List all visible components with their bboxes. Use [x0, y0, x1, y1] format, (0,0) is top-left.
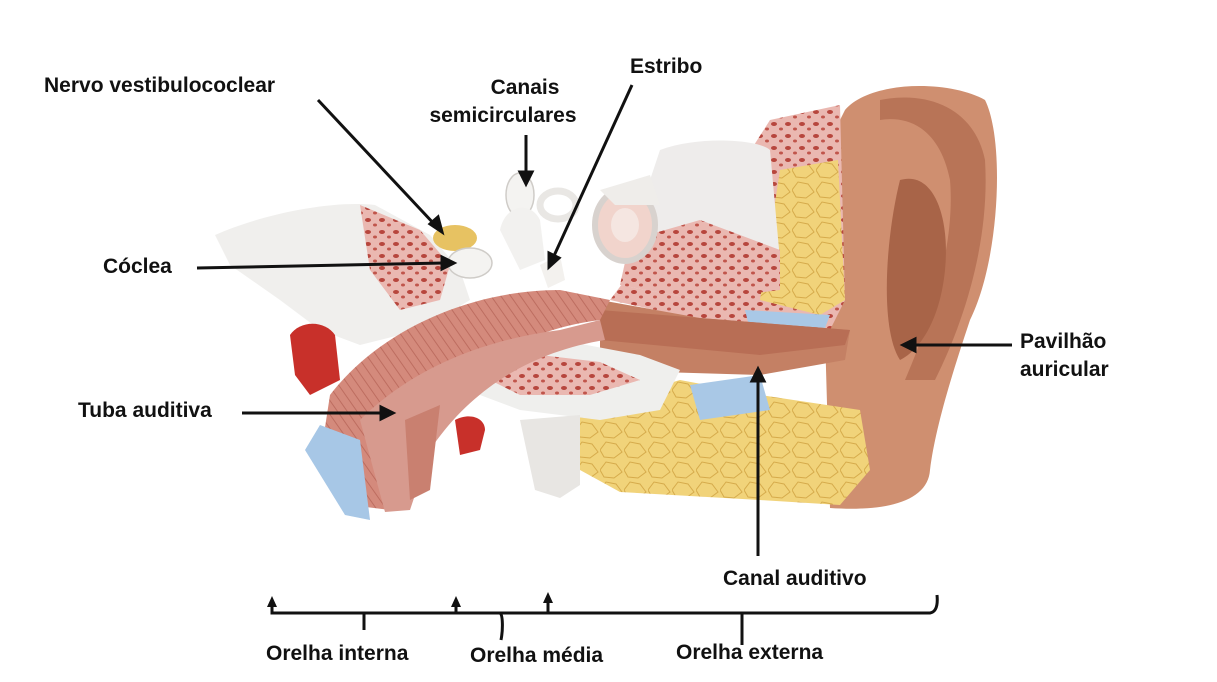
- arrowhead-canal: [749, 365, 767, 383]
- pinna-shape: [820, 86, 997, 509]
- arrowhead-tuba: [379, 404, 397, 422]
- label-canais-line2: semicirculares: [429, 104, 577, 127]
- arrowhead-pavilhao: [899, 336, 917, 354]
- bracket-orelha-interna: [270, 600, 458, 615]
- bracket-orelha-externa-right: [742, 594, 939, 615]
- label-canal-auditivo: Canal auditivo: [723, 567, 867, 590]
- bracket-arrowhead-2: [451, 596, 461, 607]
- arrow-coclea: [196, 261, 445, 270]
- region-orelha-media: Orelha média: [470, 644, 604, 667]
- temporal-bone: [470, 140, 780, 498]
- bracket-arrowhead-3: [543, 592, 553, 603]
- bracket-orelha-media-left: [456, 611, 504, 641]
- arrowhead-estribo: [547, 250, 562, 271]
- arrow-nervo: [316, 98, 438, 228]
- auditory-tube-shape: [305, 290, 610, 520]
- label-estribo: Estribo: [630, 55, 703, 78]
- arrowhead-nervo: [427, 214, 445, 236]
- label-pavilhao-line1: Pavilhão: [1020, 330, 1107, 353]
- bracket-orelha-media-right: [500, 600, 550, 615]
- arrowhead-coclea: [440, 254, 458, 272]
- label-tuba-auditiva: Tuba auditiva: [78, 399, 212, 422]
- arrowhead-canais: [517, 170, 535, 188]
- label-coclea: Cóclea: [103, 255, 172, 278]
- region-orelha-interna: Orelha interna: [266, 642, 409, 665]
- pointer-arrows: [196, 84, 1012, 556]
- region-brackets: [270, 594, 939, 645]
- region-orelha-externa: Orelha externa: [676, 641, 824, 664]
- label-nervo-vestibulococlear: Nervo vestibulococlear: [44, 74, 276, 97]
- inner-ear-block: [215, 204, 485, 455]
- bracket-arrowhead-1: [267, 596, 277, 607]
- label-canais-line1: Canais: [490, 76, 560, 99]
- bracket-arrowheads: [267, 592, 553, 607]
- arrow-estribo: [551, 84, 634, 259]
- ear-canal-shape: [600, 300, 850, 375]
- label-pavilhao-line2: auricular: [1020, 358, 1109, 381]
